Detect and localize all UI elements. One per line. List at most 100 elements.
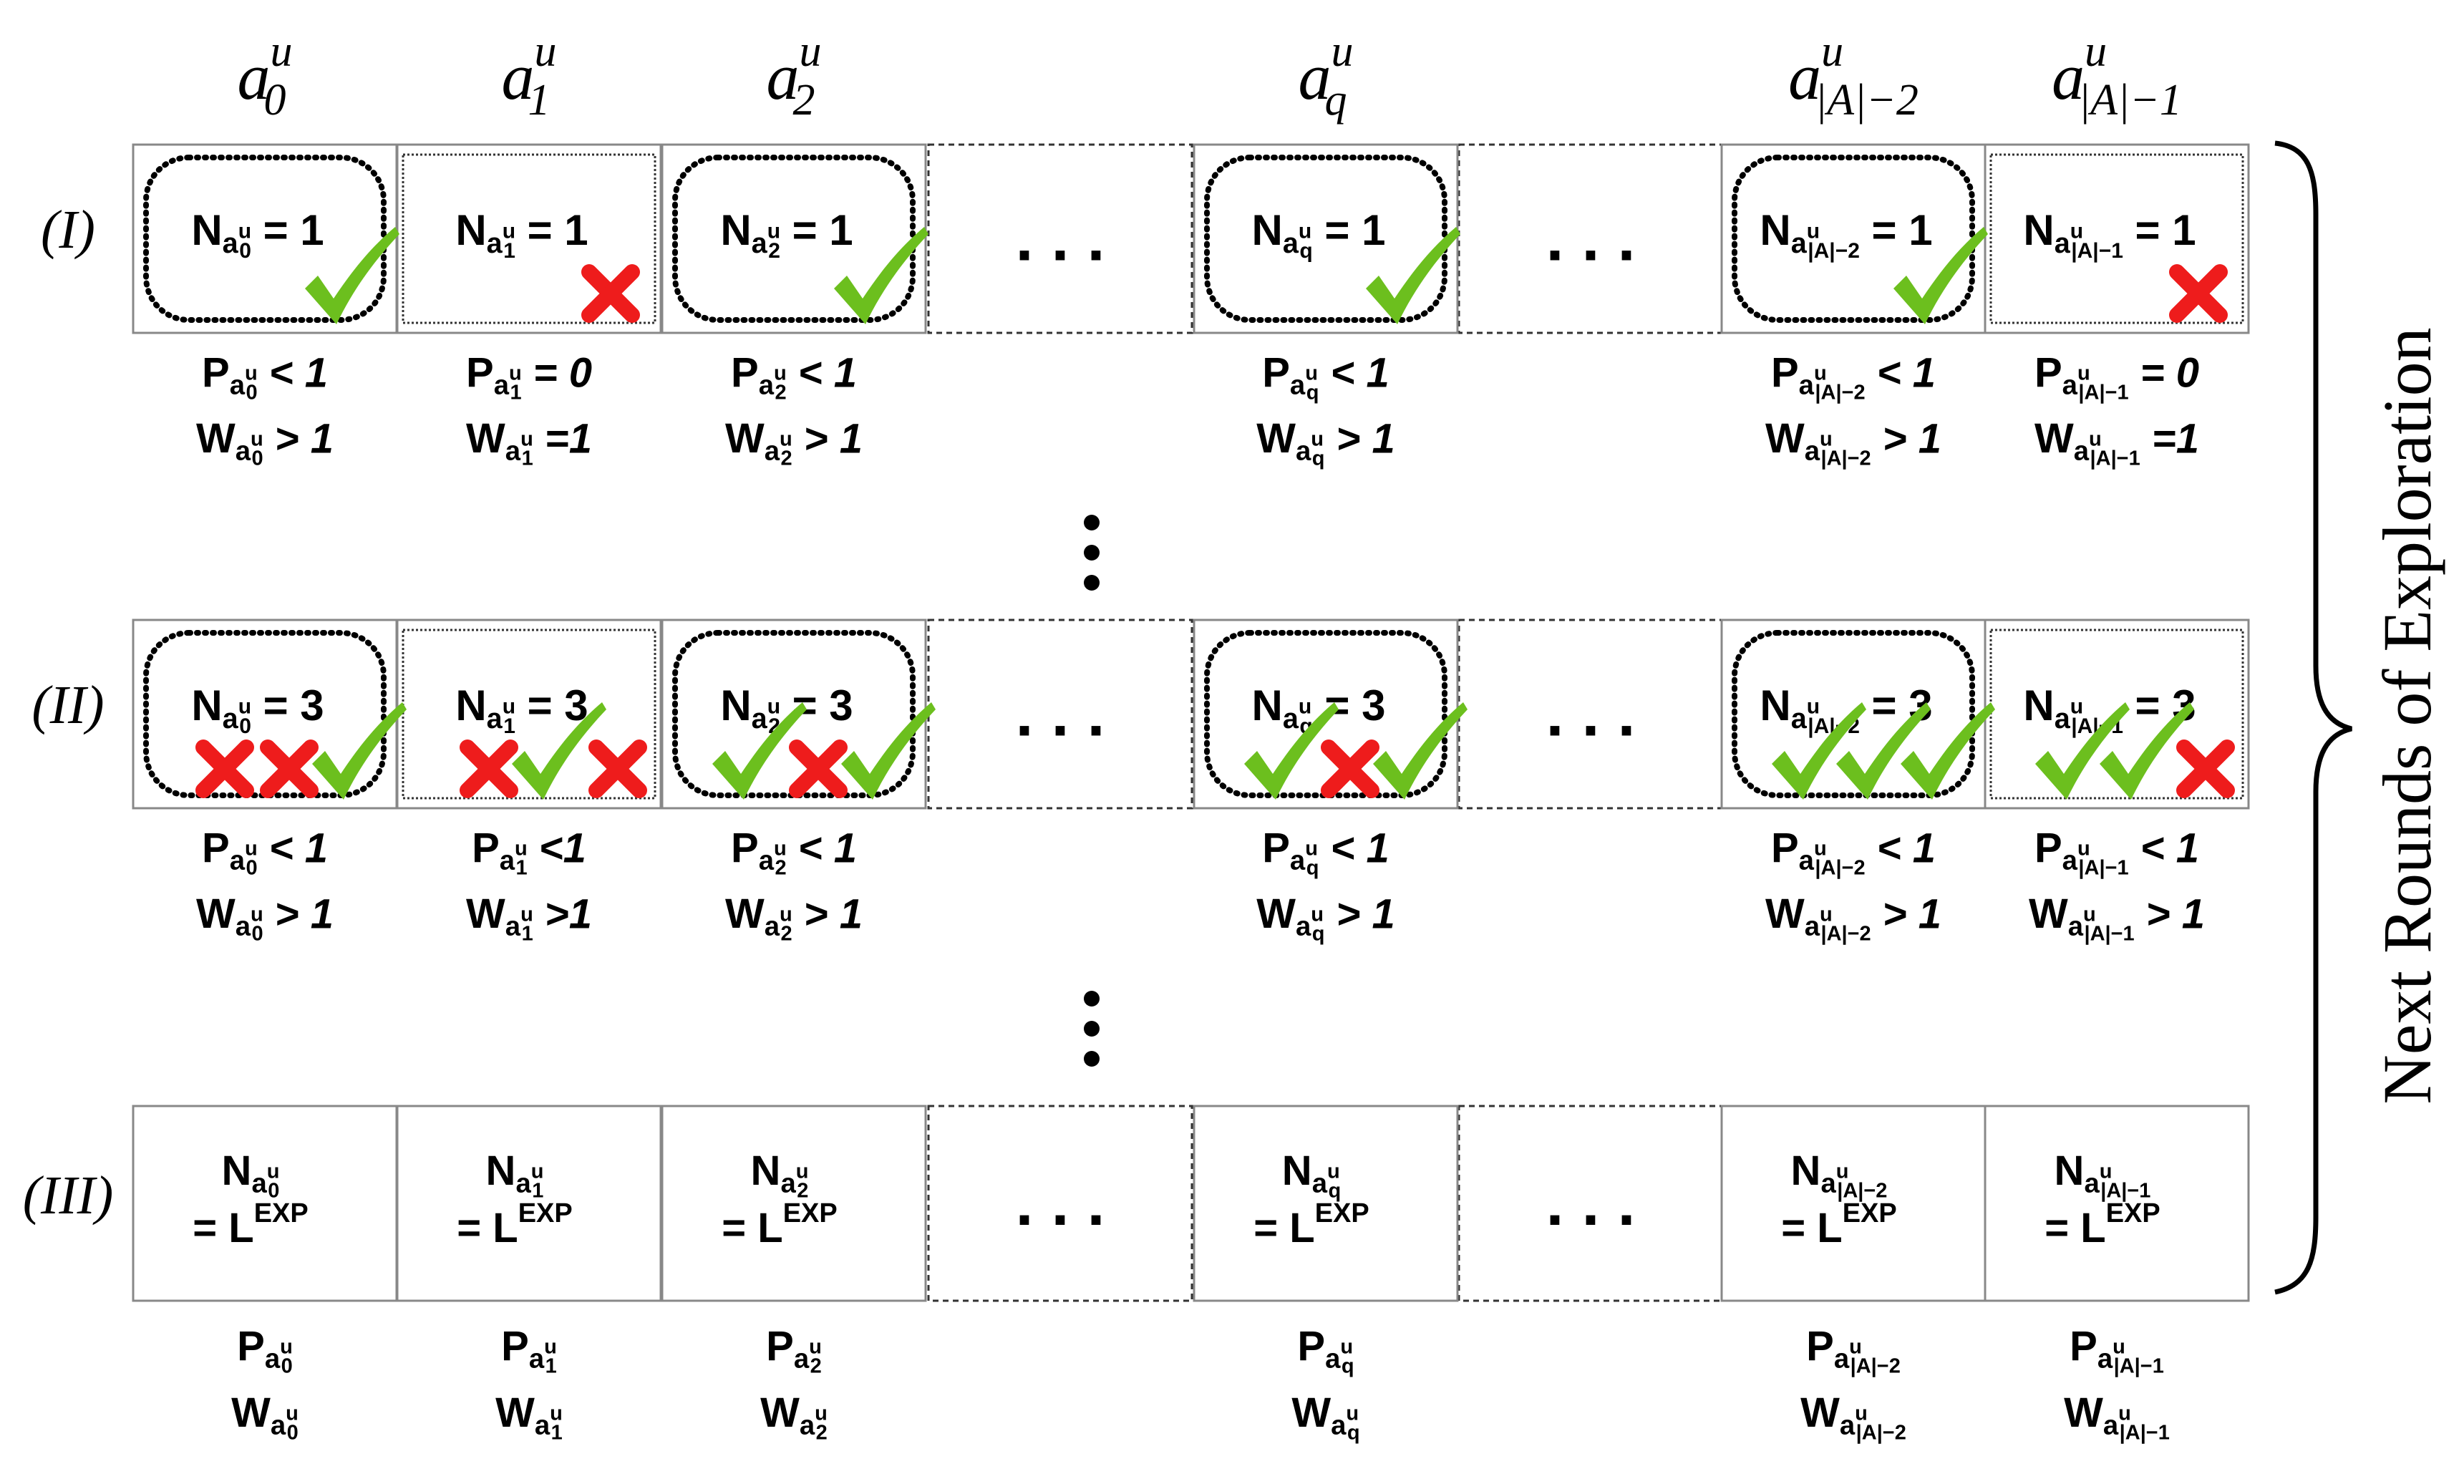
row-label: (I) xyxy=(41,200,95,260)
exploration-limit: = LEXP xyxy=(2045,1198,2160,1251)
weight-text: Wau|A|−1 xyxy=(2064,1390,2170,1444)
cross-mark xyxy=(2176,739,2235,798)
visit-count: Nau|A|−1 = 1 xyxy=(2023,206,2196,263)
ellipsis-text: . . . xyxy=(1546,1168,1635,1239)
check-mark xyxy=(512,702,606,800)
row-label: (III) xyxy=(23,1165,114,1226)
probability-text: Pau|A|−1 xyxy=(2070,1323,2164,1377)
ellipsis-cell xyxy=(1457,143,1724,334)
cross-mark xyxy=(460,739,518,798)
dotted-frame xyxy=(1989,629,2244,800)
cross-mark xyxy=(789,739,848,798)
cell-box xyxy=(396,1105,662,1302)
cross-mark xyxy=(588,739,647,798)
cross-mark xyxy=(2169,264,2228,323)
weight-text: Wau|A|−2 > 1 xyxy=(1765,891,1941,945)
check-mark xyxy=(841,702,936,800)
exploration-limit: = LEXP xyxy=(722,1198,837,1251)
vertical-dots-upper: : xyxy=(0,0,1100,591)
check-mark xyxy=(2035,702,2130,800)
probability-text: Pau|A|−2 xyxy=(1806,1323,1901,1377)
weight-text: Wau|A|−1 =1 xyxy=(2034,415,2199,470)
check-mark xyxy=(834,227,928,324)
cell-box xyxy=(661,1105,927,1302)
column-header-4: au|A|−2 xyxy=(1788,27,1919,125)
dotted-frame xyxy=(1732,630,1975,798)
exploration-limit: = LEXP xyxy=(193,1198,308,1251)
visit-count: Nau|A|−2 = 3 xyxy=(1760,682,1932,738)
exploration-limit: = LEXP xyxy=(1253,1198,1369,1251)
check-mark xyxy=(1836,702,1931,800)
check-mark xyxy=(1893,227,1988,324)
cell-box xyxy=(1984,1105,2250,1302)
ellipsis-text: . . . xyxy=(1015,203,1105,275)
weight-text: Wau|A|−2 > 1 xyxy=(1765,415,1941,470)
visit-count: Nau|A|−1 = 3 xyxy=(2023,682,2196,738)
cell-1-4: Nau|A|−2 = 1 Pau|A|−2 < 1 Wau|A|−2 > 1 xyxy=(1720,143,1987,470)
cross-mark xyxy=(260,739,319,798)
probability-text: Pau|A|−2 < 1 xyxy=(1771,825,1936,879)
check-mark xyxy=(1373,702,1468,800)
check-mark xyxy=(1366,227,1460,324)
visit-count: Nau|A|−1 xyxy=(2055,1148,2151,1202)
curly-brace xyxy=(2274,140,2352,1295)
cell-box xyxy=(1193,1105,1459,1302)
cell-box xyxy=(132,1105,398,1302)
ellipsis-text: . . . xyxy=(1546,679,1635,750)
check-mark xyxy=(1244,702,1339,800)
ellipsis-cell xyxy=(927,619,1193,810)
check-mark xyxy=(712,702,807,800)
svg-text::: : xyxy=(0,0,1,1)
visit-count: Nau|A|−2 = 1 xyxy=(1760,206,1932,263)
cell-box xyxy=(661,143,927,334)
weight-text: Wau|A|−1 > 1 xyxy=(2029,891,2205,945)
probability-text: Pau|A|−2 < 1 xyxy=(1771,349,1936,404)
cell-box xyxy=(1193,143,1459,334)
brace-label: Next Rounds of Exploration xyxy=(2369,327,2445,1104)
ellipsis-cell xyxy=(927,1105,1193,1302)
row-label: (II) xyxy=(31,675,104,735)
ellipsis-text: . . . xyxy=(1015,679,1105,750)
exploration-limit: = LEXP xyxy=(1781,1198,1896,1251)
check-mark xyxy=(2100,702,2194,800)
visit-count: Nau|A|−2 xyxy=(1791,1148,1888,1202)
ellipsis-cell xyxy=(927,143,1193,334)
ellipsis-cell xyxy=(1457,619,1724,810)
